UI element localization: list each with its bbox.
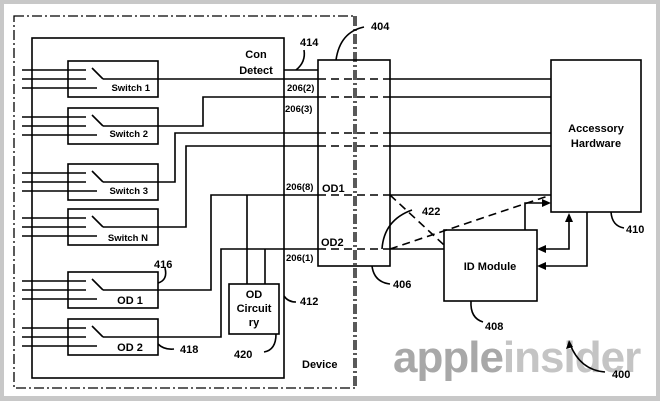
device-label: Device [302,359,337,371]
od-circuitry-label: OD [246,289,263,301]
patent-diagram: appleinsider Accessory Hardware ID Modul… [13,15,644,389]
pin-206-8: 206(8) [286,182,313,193]
ref-422: 422 [422,206,440,218]
pin-206-3: 206(3) [285,104,312,115]
od1-pin-label: OD1 [322,183,345,195]
con-detect-label-2: Detect [239,65,273,77]
ref-408: 408 [485,321,503,333]
switch-1-label: Switch 1 [111,83,150,94]
ref-412: 412 [300,296,318,308]
ref-410: 410 [626,224,644,236]
pin-206-1: 206(1) [286,253,313,264]
leader-414 [295,49,306,71]
device-box [31,37,285,379]
ref-420: 420 [234,349,252,361]
diagram-canvas: appleinsider Accessory Hardware ID Modul… [4,4,656,396]
switch-n-label: Switch N [108,233,148,244]
id-module-label: ID Module [464,261,517,273]
od1-label: OD 1 [117,295,143,307]
od-circuitry-label-2: Circuit [237,303,272,315]
pin-206-2: 206(2) [287,83,314,94]
od-circuitry-box [228,283,280,335]
watermark: appleinsider [393,333,641,382]
ref-418: 418 [180,344,198,356]
ref-406: 406 [393,279,411,291]
con-detect-label: Con [245,49,267,61]
od2-label: OD 2 [117,342,143,354]
ref-404: 404 [371,21,390,33]
ref-416: 416 [154,259,172,271]
switch-2-label: Switch 2 [109,129,148,140]
od2-pin-label: OD2 [321,237,344,249]
accessory-hardware-box [550,59,642,213]
device-boundary [13,15,357,389]
od-circuitry-label-3: ry [249,317,260,329]
figure-number: 400 [612,369,630,381]
id-module-box [443,229,538,302]
ref-414: 414 [300,37,319,49]
leader-404 [335,26,365,61]
switch-3-label: Switch 3 [109,186,148,197]
accessory-label: Accessory [568,123,625,135]
accessory-label-2: Hardware [571,138,621,150]
